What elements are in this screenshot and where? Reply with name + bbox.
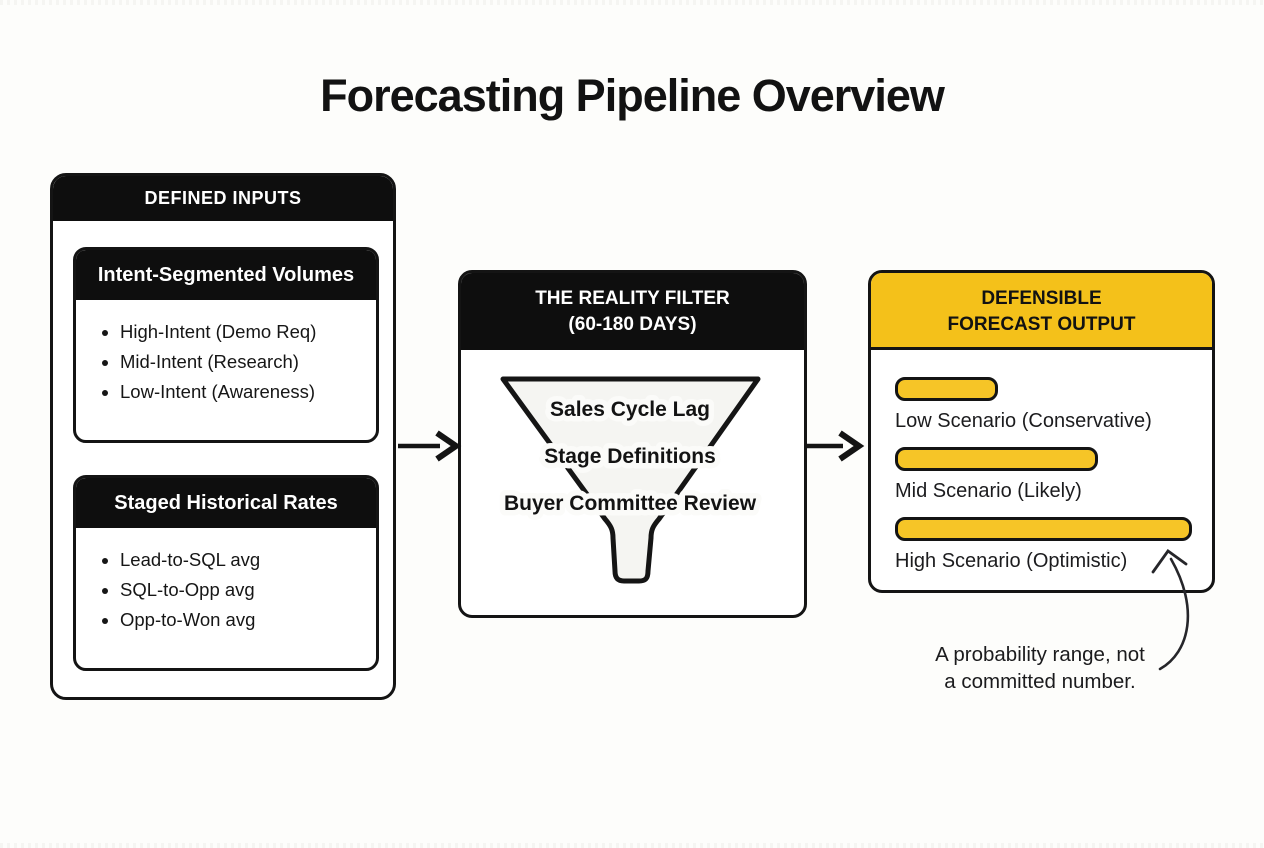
forecast-output-body: Low Scenario (Conservative) Mid Scenario… bbox=[871, 350, 1212, 574]
annotation-line1: A probability range, not bbox=[935, 643, 1145, 666]
reality-filter-header: THE REALITY FILTER (60-180 DAYS) bbox=[461, 273, 804, 350]
low-scenario-bar bbox=[895, 377, 998, 401]
annotation-line2: a committed number. bbox=[944, 670, 1136, 693]
flow-arrow-middle-to-right-icon bbox=[807, 430, 865, 462]
defined-inputs-header: DEFINED INPUTS bbox=[53, 176, 393, 221]
funnel-item-1: Sales Cycle Lag bbox=[550, 398, 710, 421]
funnel-icon: Sales Cycle Lag Stage Definitions Buyer … bbox=[498, 376, 762, 584]
annotation-note: A probability range, not a committed num… bbox=[905, 641, 1175, 695]
forecast-output-header-line1: DEFENSIBLE bbox=[981, 288, 1102, 309]
low-scenario-label: Low Scenario (Conservative) bbox=[895, 410, 1152, 432]
mid-scenario-bar bbox=[895, 447, 1098, 471]
forecast-output-header-line2: FORECAST OUTPUT bbox=[947, 314, 1136, 335]
page-title: Forecasting Pipeline Overview bbox=[320, 70, 945, 121]
reality-filter-header-line2: (60-180 DAYS) bbox=[568, 314, 697, 335]
intent-segmented-volumes-list: High-Intent (Demo Req) Mid-Intent (Resea… bbox=[76, 317, 376, 407]
defined-inputs-card: DEFINED INPUTS Intent-Segmented Volumes … bbox=[50, 173, 396, 700]
list-item: Mid-Intent (Research) bbox=[120, 347, 376, 377]
list-item: Low-Intent (Awareness) bbox=[120, 377, 376, 407]
intent-segmented-volumes-title: Intent-Segmented Volumes bbox=[76, 250, 376, 300]
reality-filter-card: THE REALITY FILTER (60-180 DAYS) Sales C… bbox=[458, 270, 807, 618]
staged-historical-rates-card: Staged Historical Rates Lead-to-SQL avg … bbox=[73, 475, 379, 671]
high-scenario-bar bbox=[895, 517, 1192, 541]
forecast-output-card: DEFENSIBLE FORECAST OUTPUT Low Scenario … bbox=[868, 270, 1215, 593]
forecast-output-header: DEFENSIBLE FORECAST OUTPUT bbox=[871, 273, 1212, 350]
funnel-item-3: Buyer Committee Review bbox=[504, 492, 757, 515]
flow-arrow-left-to-middle-icon bbox=[398, 430, 462, 462]
mid-scenario-label: Mid Scenario (Likely) bbox=[895, 480, 1082, 502]
list-item: SQL-to-Opp avg bbox=[120, 575, 376, 605]
bottom-edge-grain bbox=[0, 843, 1264, 848]
list-item: High-Intent (Demo Req) bbox=[120, 317, 376, 347]
reality-filter-header-line1: THE REALITY FILTER bbox=[535, 288, 730, 309]
funnel-item-2: Stage Definitions bbox=[544, 445, 716, 468]
list-item: Opp-to-Won avg bbox=[120, 605, 376, 635]
staged-historical-rates-list: Lead-to-SQL avg SQL-to-Opp avg Opp-to-Wo… bbox=[76, 545, 376, 635]
list-item: Lead-to-SQL avg bbox=[120, 545, 376, 575]
staged-historical-rates-title: Staged Historical Rates bbox=[76, 478, 376, 528]
intent-segmented-volumes-card: Intent-Segmented Volumes High-Intent (De… bbox=[73, 247, 379, 443]
high-scenario-label: High Scenario (Optimistic) bbox=[895, 550, 1128, 572]
top-edge-grain bbox=[0, 0, 1264, 5]
funnel-graphic: Sales Cycle Lag Stage Definitions Buyer … bbox=[461, 350, 804, 615]
